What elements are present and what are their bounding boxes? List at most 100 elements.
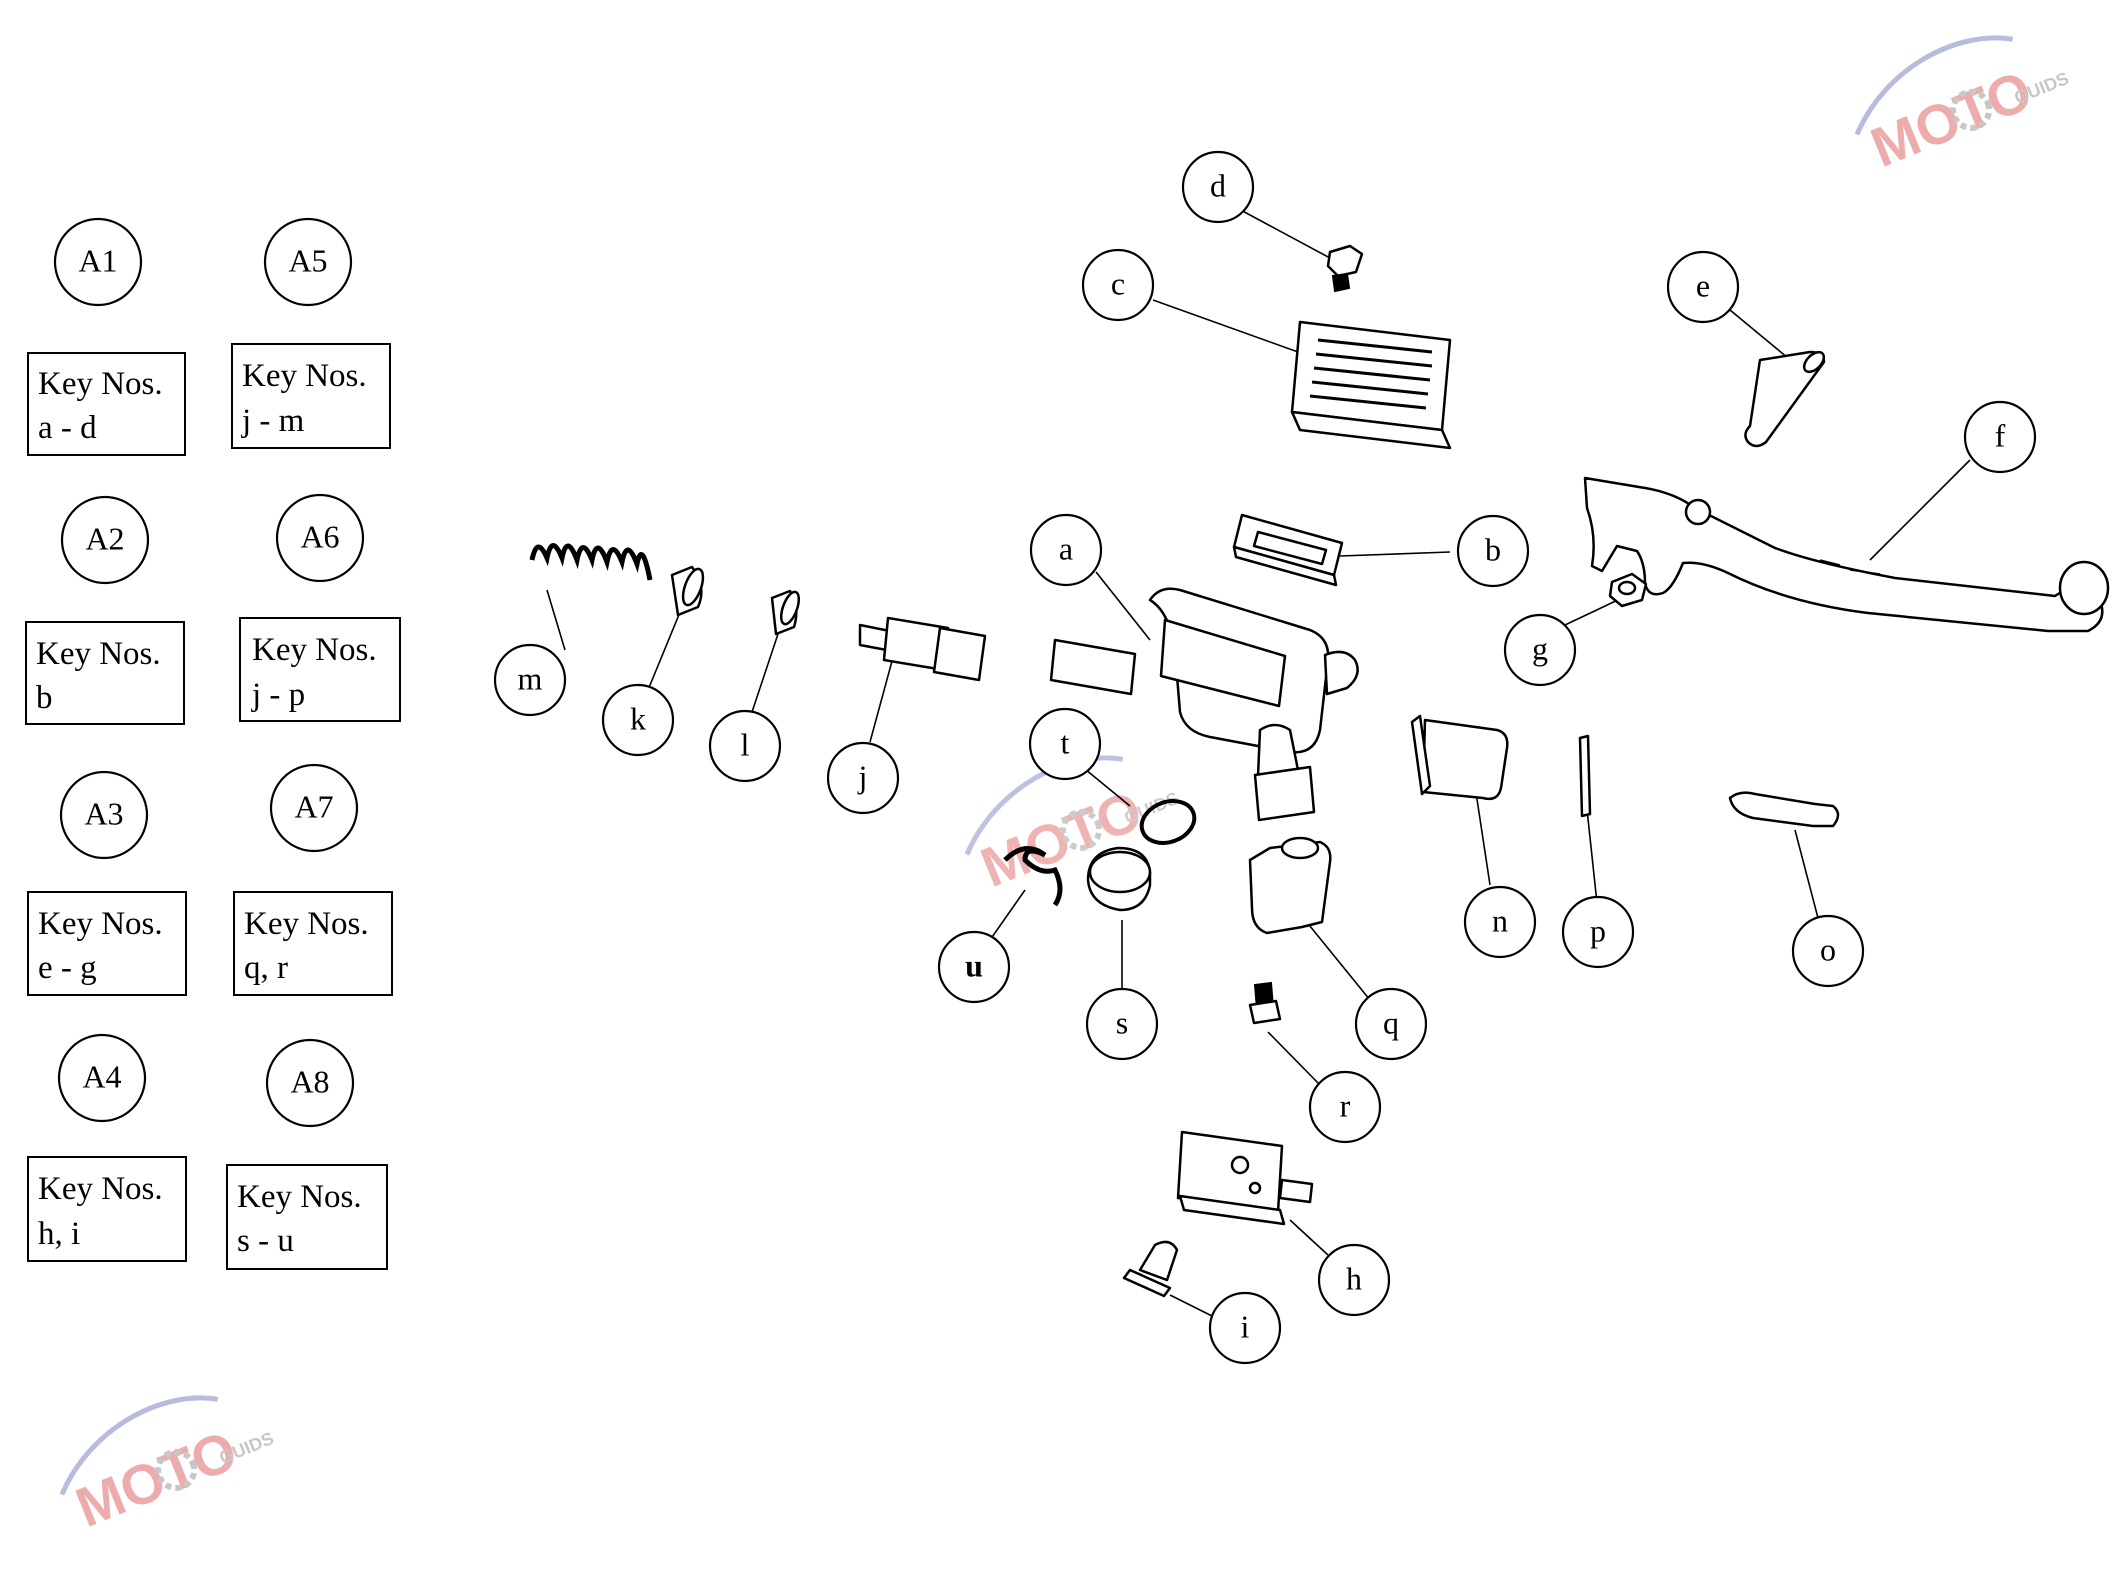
group-callout-A1: A1	[53, 217, 143, 307]
svg-text:l: l	[741, 726, 750, 762]
svg-text:q, r: q, r	[244, 950, 288, 986]
svg-text:r: r	[1340, 1087, 1351, 1123]
part-r-bolt	[1248, 981, 1282, 1025]
callout-a: a	[1029, 513, 1103, 587]
svg-text:Key Nos.: Key Nos.	[38, 1171, 163, 1207]
svg-text:k: k	[630, 700, 646, 736]
svg-text:A6: A6	[300, 518, 339, 554]
part-q-clamp	[1248, 836, 1332, 935]
part-u-clip	[1003, 846, 1063, 907]
svg-text:t: t	[1061, 724, 1070, 760]
group-callout-A3: A3	[59, 770, 149, 860]
svg-text:o: o	[1820, 931, 1836, 967]
callout-g: g	[1503, 613, 1577, 687]
group-callout-A4: A4	[57, 1033, 147, 1123]
key-box-A5: Key Nos. j - m	[231, 343, 391, 449]
callout-t: t	[1028, 707, 1102, 781]
callout-j: j	[826, 741, 900, 815]
callout-u: u	[937, 930, 1011, 1004]
part-p-washer	[1578, 734, 1592, 818]
part-a-master-cylinder	[1049, 587, 1359, 822]
part-n-boot	[1410, 714, 1509, 801]
svg-text:c: c	[1111, 265, 1125, 301]
svg-text:Key Nos.: Key Nos.	[36, 636, 161, 672]
key-box-A1: Key Nos. a - d	[27, 352, 186, 456]
watermark-text: MOTO	[1862, 58, 2040, 179]
svg-text:Key Nos.: Key Nos.	[252, 632, 377, 668]
svg-text:A3: A3	[84, 795, 123, 831]
part-h-brake-switch	[1176, 1130, 1314, 1226]
svg-text:Key Nos.: Key Nos.	[242, 358, 367, 394]
key-box-A6: Key Nos. j - p	[239, 617, 401, 722]
part-k-seal	[670, 565, 705, 617]
svg-text:A7: A7	[294, 788, 333, 824]
svg-text:Key Nos.: Key Nos.	[244, 906, 369, 942]
part-b-diaphragm	[1232, 513, 1344, 587]
callout-e: e	[1666, 250, 1740, 324]
part-s-cap	[1086, 846, 1152, 912]
svg-text:u: u	[965, 947, 983, 983]
group-callout-A6: A6	[275, 493, 365, 583]
callout-n: n	[1463, 885, 1537, 959]
svg-text:a - d: a - d	[38, 410, 97, 446]
part-i-pin	[1122, 1240, 1179, 1298]
part-f-brake-lever	[1583, 476, 2110, 633]
svg-text:A1: A1	[78, 242, 117, 278]
svg-text:b: b	[36, 680, 53, 716]
key-box-A3: Key Nos. e - g	[27, 891, 187, 996]
callout-q: q	[1354, 987, 1428, 1061]
svg-text:g: g	[1532, 630, 1548, 666]
part-o-push-rod	[1728, 791, 1840, 828]
svg-text:j - m: j - m	[241, 403, 305, 439]
callout-i: i	[1208, 1291, 1282, 1365]
svg-text:A2: A2	[85, 520, 124, 556]
group-callout-A2: A2	[60, 495, 150, 585]
part-t-o-ring	[1139, 799, 1197, 845]
group-legend: A1 Key Nos. a - d A2 Key Nos. b A3 Key N…	[25, 217, 401, 1270]
key-box-A7: Key Nos. q, r	[233, 891, 393, 996]
svg-text:e: e	[1696, 267, 1710, 303]
part-e-pivot-pin	[1744, 350, 1826, 448]
key-box-A8: Key Nos. s - u	[226, 1164, 388, 1270]
callout-c: c	[1081, 248, 1155, 322]
svg-text:j - p: j - p	[251, 677, 305, 713]
callout-h: h	[1317, 1243, 1391, 1317]
group-callout-A5: A5	[263, 217, 353, 307]
part-callouts: d c e f a b g m k l j t n p o u s q r h …	[493, 150, 2037, 1365]
svg-text:A5: A5	[288, 242, 327, 278]
callout-d: d	[1181, 150, 1255, 224]
svg-text:Key Nos.: Key Nos.	[38, 906, 163, 942]
svg-text:m: m	[518, 660, 543, 696]
callout-p: p	[1561, 895, 1635, 969]
svg-text:j: j	[858, 758, 868, 794]
part-l-seal	[770, 589, 801, 636]
svg-text:h: h	[1346, 1260, 1362, 1296]
svg-text:d: d	[1210, 167, 1226, 203]
part-m-spring	[529, 543, 653, 581]
callout-m: m	[493, 643, 567, 717]
svg-text:a: a	[1059, 530, 1073, 566]
svg-text:n: n	[1492, 902, 1508, 938]
key-box-A4: Key Nos. h, i	[27, 1156, 187, 1262]
callout-s: s	[1085, 987, 1159, 1061]
watermark-text: MOTO	[67, 1418, 245, 1539]
callout-o: o	[1791, 914, 1865, 988]
key-box-A2: Key Nos. b	[25, 621, 185, 725]
part-d-bolt	[1326, 244, 1364, 293]
svg-text:s: s	[1116, 1004, 1128, 1040]
svg-text:h, i: h, i	[38, 1216, 80, 1252]
callout-r: r	[1308, 1070, 1382, 1144]
svg-text:q: q	[1383, 1004, 1399, 1040]
watermark-bottom-left: MOTO GUIDS	[59, 1395, 277, 1539]
group-callout-A7: A7	[269, 763, 359, 853]
callout-k: k	[601, 683, 675, 757]
svg-text:f: f	[1995, 417, 2006, 453]
svg-text:Key Nos.: Key Nos.	[237, 1179, 362, 1215]
svg-text:A4: A4	[82, 1058, 121, 1094]
svg-text:A8: A8	[290, 1063, 329, 1099]
callout-f: f	[1963, 400, 2037, 474]
svg-text:e - g: e - g	[38, 950, 97, 986]
part-g-bushing	[1608, 572, 1648, 608]
svg-text:s - u: s - u	[237, 1223, 294, 1259]
